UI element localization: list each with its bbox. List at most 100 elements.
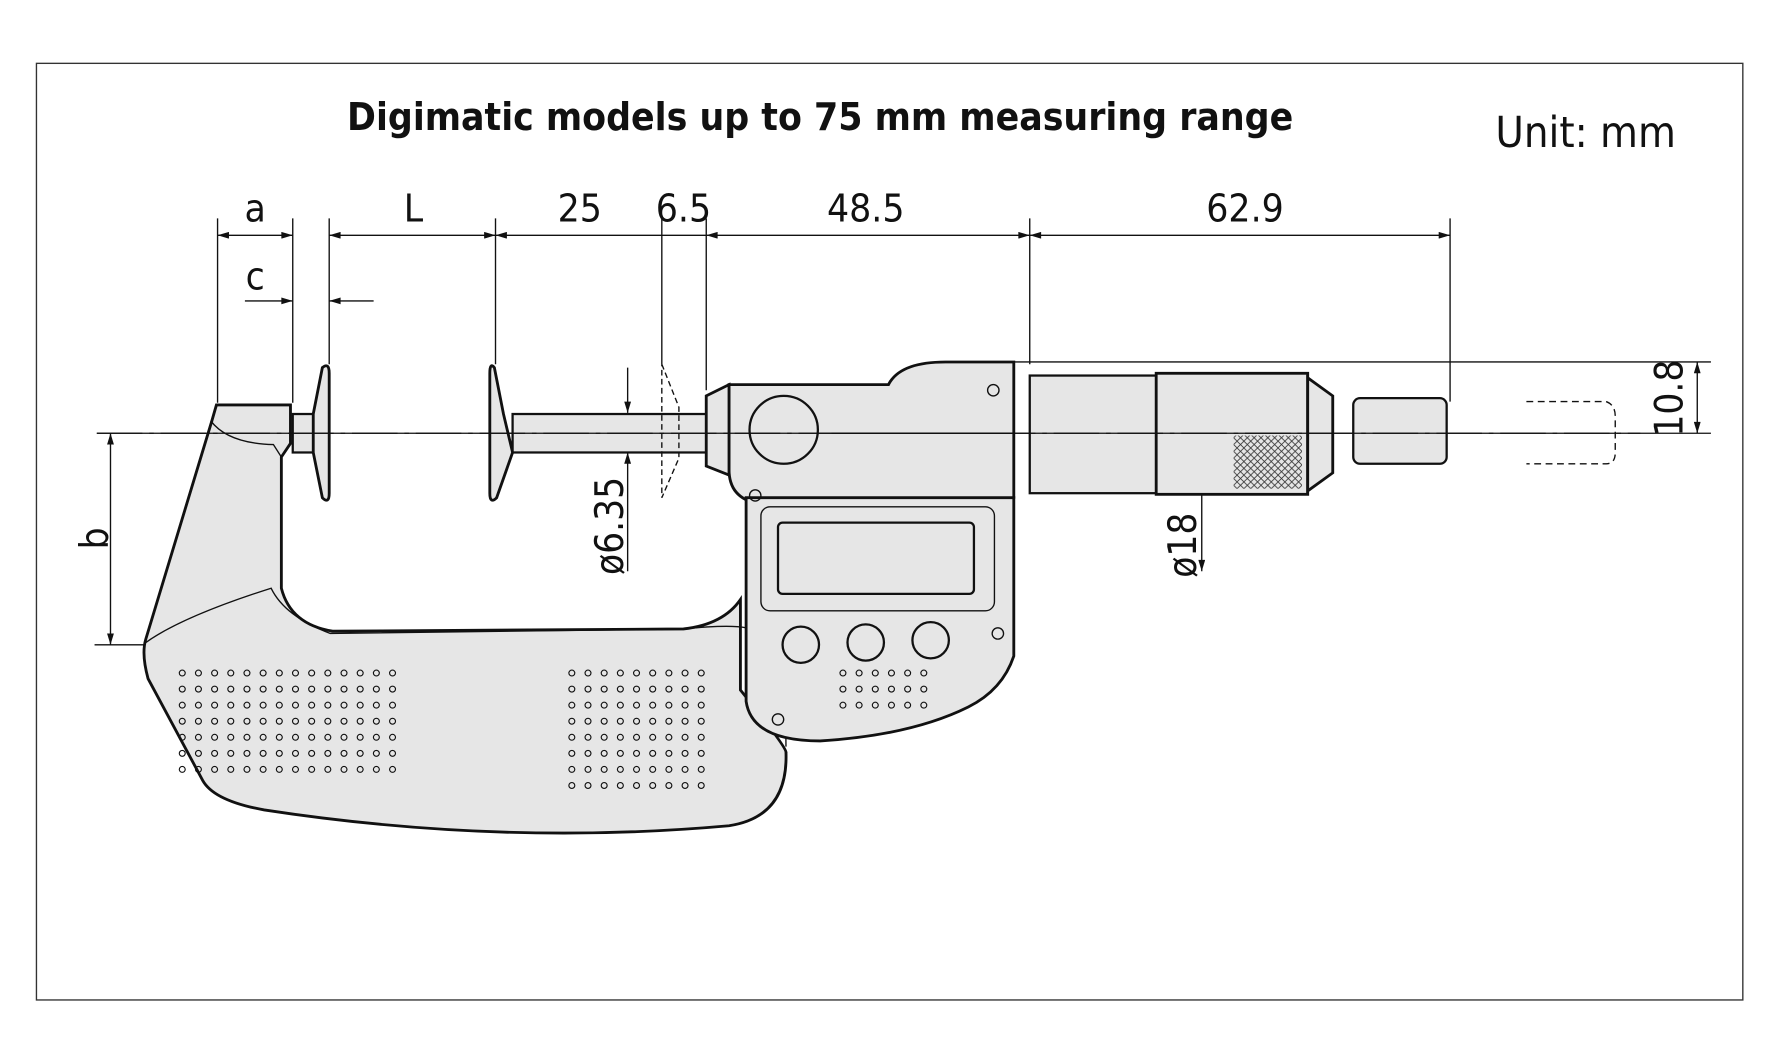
grip-dot: [372, 701, 380, 709]
grip-dot: [211, 717, 219, 725]
dim-dia-18-label: ø18: [1161, 513, 1206, 578]
grip-dot: [649, 669, 657, 677]
grip-dot: [291, 749, 300, 757]
grip-dot: [584, 781, 592, 790]
grip-dot: [632, 781, 641, 790]
grip-dot: [275, 717, 283, 725]
grip-dot: [259, 733, 267, 741]
grip-dot: [227, 669, 235, 677]
grip-dot: [389, 717, 397, 725]
grip-dot: [649, 733, 657, 741]
grip-dot: [243, 749, 251, 757]
grip-dot: [665, 685, 673, 693]
grip-dot: [291, 685, 300, 693]
grip-dot: [665, 749, 673, 757]
lcd-display: [776, 521, 976, 596]
grip-dot: [839, 685, 847, 693]
grip-dot: [568, 717, 576, 725]
grip-dot: [649, 781, 657, 790]
grip-dot: [665, 733, 673, 741]
dimension-lines: [107, 231, 1701, 645]
grip-dot: [211, 765, 219, 773]
grip-dot: [600, 733, 608, 741]
grip-dot: [616, 733, 624, 741]
grip-dot: [616, 669, 624, 677]
grip-dot: [697, 765, 705, 773]
dim-a-label: a: [244, 187, 265, 232]
grip-dot: [324, 765, 332, 773]
grip-dot: [275, 765, 283, 773]
grip-dot: [649, 717, 657, 725]
grip-dot: [681, 749, 689, 757]
grip-dot: [616, 781, 624, 790]
grip-dot: [904, 669, 912, 677]
grip-dot: [616, 717, 624, 725]
grip-dot: [372, 669, 380, 677]
grip-dot: [616, 765, 624, 773]
grip-dot: [584, 717, 592, 725]
grip-dots: [178, 669, 928, 790]
grip-dot: [227, 765, 235, 773]
grip-dot: [681, 765, 689, 773]
grip-dot: [340, 749, 348, 757]
grip-dot: [568, 781, 576, 790]
grip-dot: [243, 717, 251, 725]
grip-dot: [372, 685, 380, 693]
grip-dot: [211, 749, 219, 757]
grip-dot: [584, 685, 592, 693]
grip-dot: [372, 717, 380, 725]
grip-dot: [389, 701, 397, 709]
grip-dot: [681, 717, 689, 725]
dim-dia-6-35-label: ø6.35: [588, 477, 633, 575]
grip-dot: [600, 685, 608, 693]
c-frame: [142, 403, 788, 835]
grip-dot: [649, 685, 657, 693]
grip-dot: [275, 669, 283, 677]
grip-dot: [243, 685, 251, 693]
grip-dot: [600, 765, 608, 773]
grip-dot: [259, 765, 267, 773]
grip-dot: [324, 717, 332, 725]
grip-dot: [178, 701, 186, 709]
grip-dot: [389, 749, 397, 757]
grip-dot: [372, 733, 380, 741]
grip-dot: [291, 701, 300, 709]
drawing-title: Digimatic models up to 75 mm measuring r…: [347, 95, 1293, 140]
grip-dot: [194, 733, 202, 741]
grip-dot: [178, 733, 186, 741]
dim-62-9-label: 62.9: [1206, 187, 1284, 232]
grip-dot: [632, 749, 641, 757]
grip-dot: [649, 701, 657, 709]
grip-dot: [697, 749, 705, 757]
grip-dot: [356, 701, 364, 709]
grip-dot: [211, 701, 219, 709]
grip-dot: [855, 685, 863, 693]
grip-dot: [243, 669, 251, 677]
grip-dot: [340, 717, 348, 725]
grip-dot: [871, 685, 879, 693]
grip-dot: [649, 765, 657, 773]
button-1: [781, 625, 821, 665]
grip-dot: [308, 749, 316, 757]
grip-dot: [681, 685, 689, 693]
grip-dot: [584, 669, 592, 677]
grip-dot: [356, 765, 364, 773]
grip-dot: [616, 749, 624, 757]
dim-48-5-label: 48.5: [827, 187, 905, 232]
grip-dot: [259, 685, 267, 693]
grip-dot: [632, 701, 641, 709]
grip-dot: [259, 701, 267, 709]
grip-dot: [887, 669, 895, 677]
grip-dot: [632, 685, 641, 693]
grip-dot: [839, 701, 847, 709]
grip-dot: [665, 781, 673, 790]
grip-dot: [871, 701, 879, 709]
dim-c-label: c: [246, 255, 265, 300]
grip-dot: [920, 701, 928, 709]
grip-dot: [340, 701, 348, 709]
grip-dot: [681, 669, 689, 677]
grip-dot: [681, 781, 689, 790]
grip-dot: [584, 701, 592, 709]
grip-dot: [600, 669, 608, 677]
